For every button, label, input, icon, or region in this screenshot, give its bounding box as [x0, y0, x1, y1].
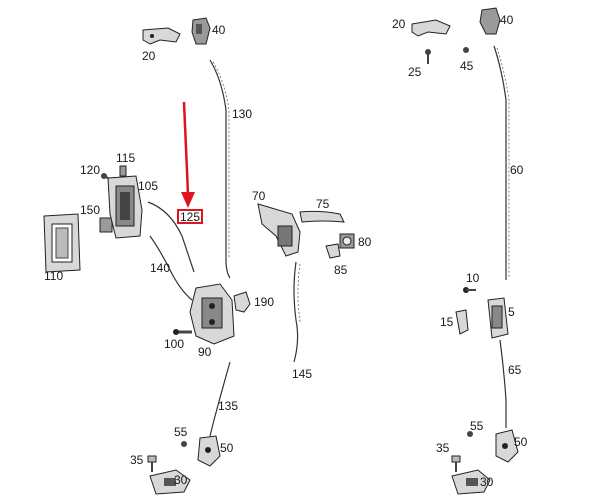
part-35-right [451, 455, 461, 472]
part-5 [487, 297, 509, 339]
callout-80: 80 [358, 235, 372, 249]
callout-115: 115 [116, 151, 135, 165]
part-150 [99, 217, 113, 233]
part-80 [339, 233, 355, 249]
callout-140: 140 [150, 261, 170, 275]
part-45 [463, 47, 469, 53]
callout-85: 85 [334, 263, 348, 277]
cable-140 [149, 235, 193, 301]
callout-50-left: 50 [220, 441, 234, 455]
part-55-left [181, 441, 187, 447]
callout-55-left: 55 [174, 425, 188, 439]
callout-20-right: 20 [392, 17, 406, 31]
callout-150: 150 [80, 203, 100, 217]
callout-15: 15 [440, 315, 454, 329]
callout-120: 120 [80, 163, 100, 177]
callout-90: 90 [198, 345, 212, 359]
part-70 [257, 203, 301, 257]
cable-145 [293, 261, 299, 363]
cable-135 [209, 361, 231, 437]
part-20-left [142, 27, 181, 45]
cable-125 [147, 201, 195, 273]
callout-60: 60 [510, 163, 524, 177]
part-30-right [451, 469, 491, 495]
callout-105: 105 [138, 179, 158, 193]
part-115 [119, 165, 127, 177]
callout-40-left: 40 [212, 23, 226, 37]
callout-135: 135 [218, 399, 238, 413]
part-75 [299, 210, 345, 223]
callout-145: 145 [292, 367, 312, 381]
part-85 [325, 243, 341, 259]
callout-30-left: 30 [174, 473, 188, 487]
callout-70: 70 [252, 189, 266, 203]
callout-50-right: 50 [514, 435, 528, 449]
part-110 [43, 213, 81, 273]
callout-75: 75 [316, 197, 330, 211]
callout-110: 110 [44, 269, 63, 283]
part-100 [173, 329, 192, 335]
callout-35-right: 35 [436, 441, 450, 455]
part-40-right [479, 7, 501, 35]
part-90 [189, 283, 235, 345]
callout-65: 65 [508, 363, 522, 377]
part-10 [463, 287, 476, 293]
part-55-right [467, 431, 473, 437]
part-25 [425, 49, 431, 64]
part-105 [107, 175, 143, 239]
callout-25: 25 [408, 65, 422, 79]
part-35-left [147, 455, 157, 472]
part-190 [233, 291, 251, 313]
cable-130 [209, 59, 231, 279]
callout-100: 100 [164, 337, 184, 351]
part-50-left [197, 435, 221, 467]
callout-30-right: 30 [480, 475, 494, 489]
part-20-right [411, 19, 451, 37]
highlight-arrow [181, 101, 195, 208]
cable-60 [493, 45, 507, 280]
cable-65 [499, 339, 507, 428]
part-15 [455, 309, 469, 335]
callout-5: 5 [508, 305, 515, 319]
callout-40-right: 40 [500, 13, 514, 27]
callout-45: 45 [460, 59, 474, 73]
callout-125: 125 [180, 210, 200, 224]
part-30-left [149, 469, 191, 495]
callout-10: 10 [466, 271, 480, 285]
callout-190: 190 [254, 295, 274, 309]
callout-20-left: 20 [142, 49, 156, 63]
callout-55-right: 55 [470, 419, 484, 433]
callout-130: 130 [232, 107, 252, 121]
part-40-left [191, 17, 211, 45]
part-50-right [495, 429, 519, 463]
callout-125-highlight: 125 [177, 209, 203, 224]
callout-35-left: 35 [130, 453, 144, 467]
